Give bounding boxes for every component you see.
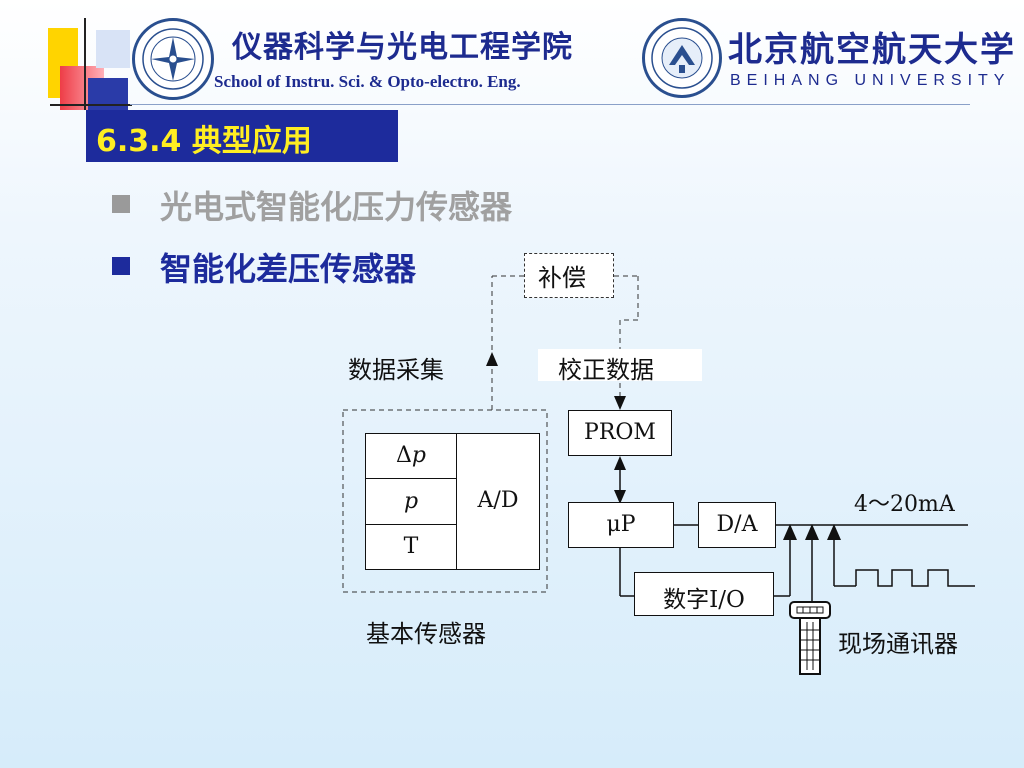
- delta-variable: p: [411, 443, 426, 468]
- data-acquisition-label: 数据采集: [348, 356, 444, 384]
- delta-symbol: Δ: [396, 443, 412, 468]
- sensor-p-cell: [365, 478, 457, 525]
- university-name-en: BEIHANG UNIVERSITY: [730, 72, 1011, 89]
- school-name-en: School of Instru. Sci. & Opto-electro. E…: [214, 72, 521, 91]
- bullet-marker: [112, 257, 130, 275]
- da-label: D/A: [716, 512, 758, 537]
- deco-horizontal-line: [50, 104, 132, 106]
- university-name-cn: 北京航空航天大学: [728, 30, 1016, 70]
- field-communicator-label: 现场通讯器: [838, 630, 958, 658]
- digital-io-label: 数字I/O: [663, 587, 745, 613]
- sensor-p-label: p: [365, 489, 457, 514]
- sensor-delta-p-label: Δp: [365, 443, 457, 468]
- p-variable: p: [403, 489, 419, 514]
- microprocessor-label: μP: [606, 512, 636, 537]
- deco-light-square: [96, 30, 130, 68]
- sensor-t-label: T: [403, 534, 419, 559]
- prom-box: [568, 410, 672, 456]
- compensation-label: 补偿: [538, 264, 586, 292]
- calibration-label-bg: [538, 349, 702, 381]
- calibration-data-label: 校正数据: [558, 356, 654, 384]
- section-title: 6.3.4 典型应用: [96, 124, 312, 159]
- bullet-item-pressure-sensor: 光电式智能化压力传感器: [160, 188, 513, 226]
- ad-converter-box: [456, 433, 540, 570]
- bullet-marker: [112, 195, 130, 213]
- field-communicator-icon: [789, 601, 831, 675]
- school-emblem-icon: [132, 18, 214, 100]
- sensor-t-cell: [365, 524, 457, 570]
- deco-rule: [130, 104, 970, 105]
- output-signal-label: 4～20mA: [854, 492, 955, 517]
- basic-sensor-frame: [342, 409, 548, 593]
- da-converter-box: [698, 502, 776, 548]
- digital-io-box: [634, 572, 774, 616]
- basic-sensor-label: 基本传感器: [366, 620, 486, 648]
- microprocessor-box: [568, 502, 674, 548]
- deco-vertical-line: [84, 18, 86, 110]
- compensation-box: [524, 253, 614, 298]
- section-title-box: [86, 110, 398, 162]
- prom-label: PROM: [584, 420, 656, 445]
- ad-label: A/D: [477, 488, 519, 513]
- university-emblem-icon: [642, 18, 722, 98]
- digital-pulse-signal: [855, 569, 975, 587]
- school-name-cn: 仪器科学与光电工程学院: [232, 30, 573, 65]
- bullet-item-diff-pressure-sensor: 智能化差压传感器: [160, 250, 417, 288]
